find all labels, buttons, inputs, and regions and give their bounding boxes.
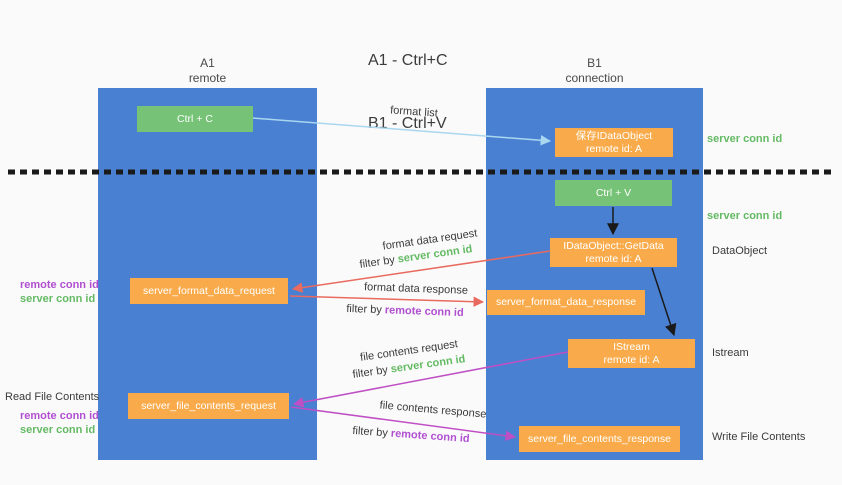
lane-header-b1: B1 connection bbox=[486, 56, 703, 86]
node-server-format-data-response: server_format_data_response bbox=[487, 290, 645, 315]
annotation-server-conn-id-mid: server conn id bbox=[707, 210, 783, 222]
node-save-idataobject: 保存IDataObject remote id: A bbox=[555, 128, 673, 157]
node-ctrl-v-label: Ctrl + V bbox=[595, 186, 632, 199]
lane-b1-name: B1 bbox=[587, 56, 602, 70]
node-idataobject-getdata-line2: remote id: A bbox=[585, 252, 642, 265]
node-idataobject-getdata: IDataObject::GetData remote id: A bbox=[550, 238, 677, 267]
node-idataobject-getdata-line1: IDataObject::GetData bbox=[563, 239, 664, 252]
node-server-format-data-request-label: server_format_data_request bbox=[143, 284, 275, 297]
lane-header-a1: A1 remote bbox=[98, 56, 317, 86]
annotation-read-file-contents: Read File Contents bbox=[5, 391, 100, 403]
node-server-format-data-request: server_format_data_request bbox=[130, 278, 288, 304]
lane-a1-name: A1 bbox=[200, 56, 215, 70]
lane-b1-subtitle: connection bbox=[565, 71, 624, 85]
annotation-dataobject: DataObject bbox=[712, 245, 768, 257]
annotation-remote-conn-id-1: remote conn id bbox=[20, 279, 99, 291]
annotation-server-conn-id-1: server conn id bbox=[20, 293, 96, 305]
annotation-server-conn-id-2: server conn id bbox=[20, 424, 96, 436]
format-data-response-arrow bbox=[289, 295, 485, 307]
annotation-remote-conn-id-2: remote conn id bbox=[20, 410, 99, 422]
format-list-arrow bbox=[252, 117, 552, 146]
filter-by-text: filter by bbox=[346, 302, 386, 317]
node-istream: IStream remote id: A bbox=[568, 339, 695, 368]
node-server-file-contents-request: server_file_contents_request bbox=[128, 393, 289, 419]
node-save-idataobject-line1: 保存IDataObject bbox=[575, 129, 653, 142]
getdata-to-istream-arrow bbox=[651, 267, 677, 337]
format-data-request-arrow bbox=[291, 250, 551, 293]
lane-a1-subtitle: remote bbox=[188, 71, 227, 85]
node-server-file-contents-request-label: server_file_contents_request bbox=[141, 399, 276, 412]
annotation-server-conn-id-top: server conn id bbox=[707, 133, 783, 145]
node-server-file-contents-response-label: server_file_contents_response bbox=[527, 432, 671, 445]
node-ctrl-c: Ctrl + C bbox=[137, 106, 253, 132]
node-istream-line1: IStream bbox=[613, 340, 650, 353]
node-ctrl-c-label: Ctrl + C bbox=[177, 112, 213, 125]
annotation-istream: Istream bbox=[712, 347, 749, 359]
node-ctrl-v: Ctrl + V bbox=[555, 180, 672, 206]
node-save-idataobject-line2: remote id: A bbox=[585, 142, 643, 155]
annotation-write-file-contents: Write File Contents bbox=[712, 431, 806, 443]
file-contents-request-arrow bbox=[292, 351, 569, 408]
file-contents-response-arrow bbox=[290, 406, 517, 441]
node-server-file-contents-response: server_file_contents_response bbox=[519, 426, 680, 452]
node-istream-line2: remote id: A bbox=[603, 353, 660, 366]
node-server-format-data-response-label: server_format_data_response bbox=[495, 296, 637, 308]
title-line-1: A1 - Ctrl+C bbox=[368, 52, 448, 69]
